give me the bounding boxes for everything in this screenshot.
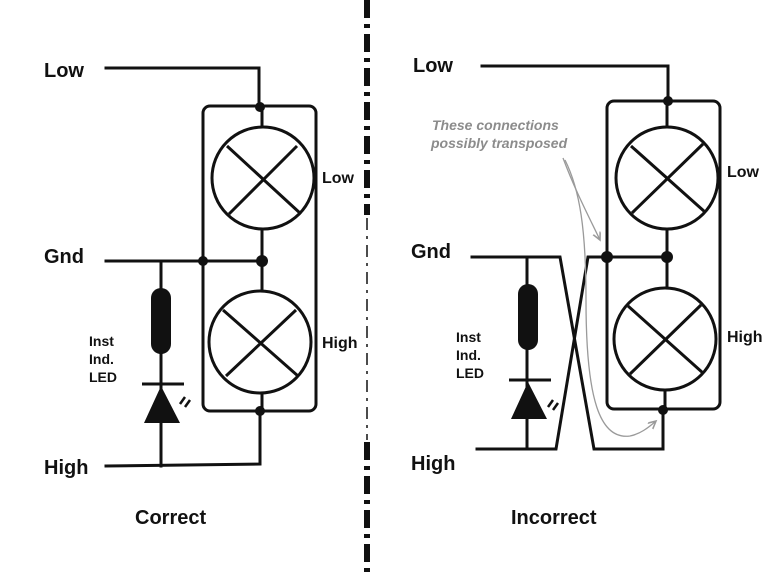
- terminal-high-label: High: [411, 453, 455, 475]
- lamp-low: [614, 125, 720, 231]
- led-label-line1: Inst: [456, 329, 481, 345]
- resistor: [151, 288, 171, 354]
- lamp-high-label: High: [727, 329, 763, 346]
- resistor: [518, 284, 538, 350]
- annotation-arrows: [562, 157, 656, 437]
- junction-dots: [198, 102, 268, 416]
- caption-incorrect: Incorrect: [511, 507, 597, 529]
- terminal-high-label: High: [44, 457, 88, 479]
- lamp-low: [210, 125, 316, 231]
- terminal-low-label: Low: [44, 60, 84, 82]
- terminal-gnd-label: Gnd: [411, 241, 451, 263]
- lamp-high: [612, 286, 718, 392]
- terminal-gnd-label: Gnd: [44, 246, 84, 268]
- terminal-low-label: Low: [413, 55, 453, 77]
- led-label-line2: Ind.: [89, 351, 114, 367]
- led-label-line1: Inst: [89, 333, 114, 349]
- lamp-high-label: High: [322, 335, 358, 352]
- junction-dots: [601, 96, 673, 415]
- annotation-line1: These connections: [432, 117, 559, 133]
- right-panel-incorrect: Low Gnd High Lo: [411, 55, 763, 529]
- led-label-line2: Ind.: [456, 347, 481, 363]
- lamp-low-label: Low: [727, 164, 760, 181]
- led-label-line3: LED: [89, 369, 117, 385]
- lamp-low-label: Low: [322, 170, 355, 187]
- left-panel-correct: Low Gnd High: [44, 60, 358, 529]
- led-icon: [509, 378, 560, 419]
- led-label-line3: LED: [456, 365, 484, 381]
- lamp-high: [207, 289, 313, 395]
- annotation-line2: possibly transposed: [430, 135, 568, 151]
- wires: [104, 66, 318, 468]
- led-icon: [142, 382, 192, 423]
- caption-correct: Correct: [135, 507, 206, 529]
